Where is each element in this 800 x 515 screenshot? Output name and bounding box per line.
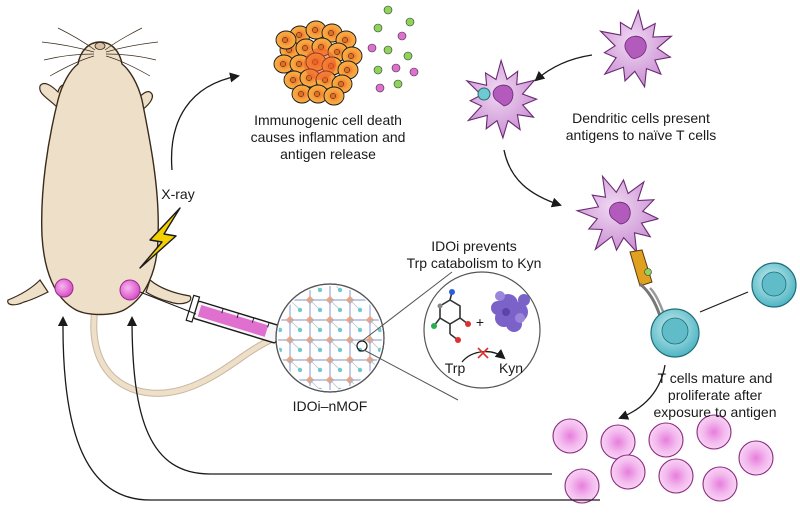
label-dendritic-cells: Dendritic cells present antigens to naïv…	[546, 110, 736, 144]
xray-lightning-icon	[139, 207, 181, 269]
mouse-nose	[94, 42, 106, 50]
tumor-left	[54, 278, 74, 298]
dendritic-cell-antigen-loaded	[465, 58, 539, 140]
effector-t-cell	[552, 418, 588, 454]
inflammation-core	[304, 48, 336, 80]
arrow-xray-to-death	[170, 72, 240, 171]
tcell-line-2: proliferate after	[667, 387, 763, 403]
dying-cell	[323, 86, 345, 106]
idoi-line-2: Trp catabolism to Kyn	[406, 255, 542, 271]
effector-t-cell	[738, 440, 774, 476]
t-cell-naive	[751, 262, 797, 308]
dendritic-cell-presenting	[575, 174, 659, 254]
tcell-line-1: T cells mature and	[657, 370, 773, 386]
zoom-line-bottom	[363, 349, 459, 401]
effector-t-cells	[552, 414, 774, 504]
effector-t-cell	[702, 466, 738, 502]
ido-protein-icon	[491, 291, 530, 332]
dendritic-cell-naive	[598, 8, 673, 89]
label-immunogenic-cell-death: Immunogenic cell death causes inflammati…	[238, 112, 418, 163]
dying-cell	[337, 60, 359, 80]
dying-cell	[275, 30, 297, 50]
arrow-tcell-proliferation	[618, 364, 666, 420]
arrow-dc-to-lymph	[503, 149, 562, 208]
dying-cell	[305, 20, 327, 40]
label-t-cells: T cells mature and proliferate after exp…	[630, 370, 800, 421]
effector-t-cell	[648, 422, 684, 458]
label-trp: Trp	[444, 360, 466, 376]
arrow-dc-uptake	[534, 54, 593, 82]
zoom-line-top	[361, 271, 453, 342]
icd-line-1: Immunogenic cell death	[254, 112, 402, 128]
effector-t-cell	[600, 424, 636, 460]
mouse-left-hind-foot	[7, 279, 49, 306]
antigen-particles	[367, 5, 419, 93]
tcell-divider-line	[699, 291, 749, 313]
presented-antigen	[477, 87, 491, 101]
mouse-whiskers	[41, 27, 159, 77]
mouse-body	[41, 41, 159, 316]
dying-tumor-cells	[273, 20, 363, 106]
effector-t-cell	[610, 454, 646, 490]
mouse-right-hind-foot	[145, 278, 192, 305]
tcell-line-3: exposure to antigen	[653, 404, 777, 420]
dying-cell	[341, 46, 363, 66]
icd-line-2: causes inflammation and	[250, 129, 406, 145]
label-xray: X-ray	[161, 186, 195, 202]
label-idoi: IDOi prevents Trp catabolism to Kyn	[384, 238, 564, 272]
arrow-effector-to-tumor-left	[57, 316, 600, 501]
dc-line-1: Dendritic cells present	[572, 110, 710, 126]
injection-line	[139, 291, 197, 315]
inhibition-x-icon	[477, 347, 489, 359]
dc-line-2: antigens to naïve T cells	[565, 127, 717, 143]
idoi-zoom-detail	[423, 271, 541, 389]
mouse-tail	[90, 304, 302, 397]
effector-t-cell	[658, 458, 694, 494]
label-kyn: Kyn	[498, 360, 524, 376]
icd-line-3: antigen release	[280, 146, 376, 162]
t-cell-activated	[650, 308, 700, 358]
tumor-right	[119, 279, 141, 301]
mhc-tcr-complex	[629, 249, 666, 317]
label-idoi-nmof: IDOi–nMOF	[292, 398, 368, 414]
label-plus: +	[475, 314, 485, 330]
arrow-effector-to-tumor-right	[127, 316, 552, 475]
effector-t-cell	[564, 468, 600, 504]
idoi-line-1: IDOi prevents	[431, 238, 517, 254]
effector-t-cell	[696, 414, 732, 450]
mouse	[7, 27, 302, 397]
